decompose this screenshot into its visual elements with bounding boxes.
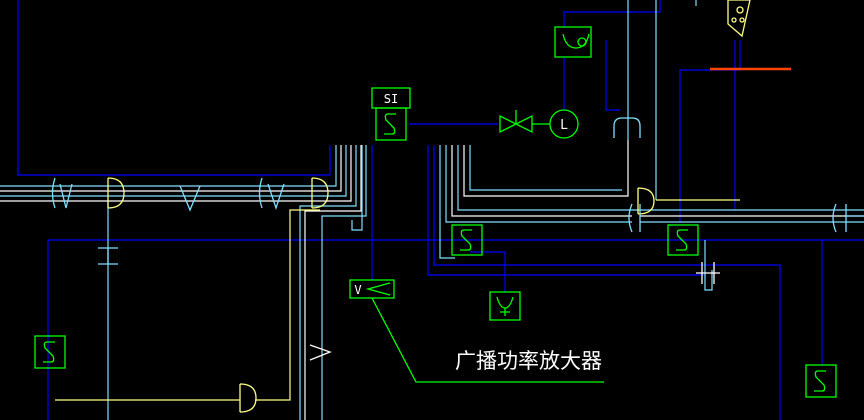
d-connector-icon (239, 383, 257, 413)
v-joint-icon (628, 203, 641, 233)
switch-symbol-icon (451, 224, 483, 256)
switch-symbol-icon (805, 364, 837, 398)
cap-icon (613, 117, 641, 138)
amplifier-caption: 广播功率放大器 (455, 349, 602, 373)
switch-symbol-icon (384, 113, 396, 135)
v-joint-icon (258, 177, 285, 211)
amplifier-icon: V (349, 279, 604, 383)
devices: SI L (34, 0, 837, 398)
insulator-icon (98, 247, 118, 265)
level-indicator-icon: L (549, 109, 579, 139)
level-tag-label: L (560, 118, 568, 133)
amp-tag-label: V (354, 283, 361, 297)
valve-icon (499, 110, 550, 134)
bus-fittings (51, 117, 864, 413)
antenna-icon (554, 26, 592, 58)
si-switch: SI (371, 87, 411, 141)
insulator-icon (696, 262, 720, 284)
v-joint-icon (179, 185, 201, 212)
bracket-icon (309, 344, 332, 361)
d-connector-icon (311, 177, 329, 209)
antenna-icon (489, 291, 521, 321)
si-tag-label: SI (384, 92, 398, 106)
horn-icon (727, 0, 751, 38)
blue-wiring (17, 0, 864, 420)
switch-symbol-icon (667, 224, 699, 256)
v-joint-icon (51, 177, 73, 209)
d-connector-icon (107, 177, 125, 209)
v-joint-icon (832, 203, 864, 233)
d-connector-icon (637, 187, 655, 215)
yellow-lines (55, 199, 740, 401)
switch-symbol-icon (34, 335, 66, 369)
